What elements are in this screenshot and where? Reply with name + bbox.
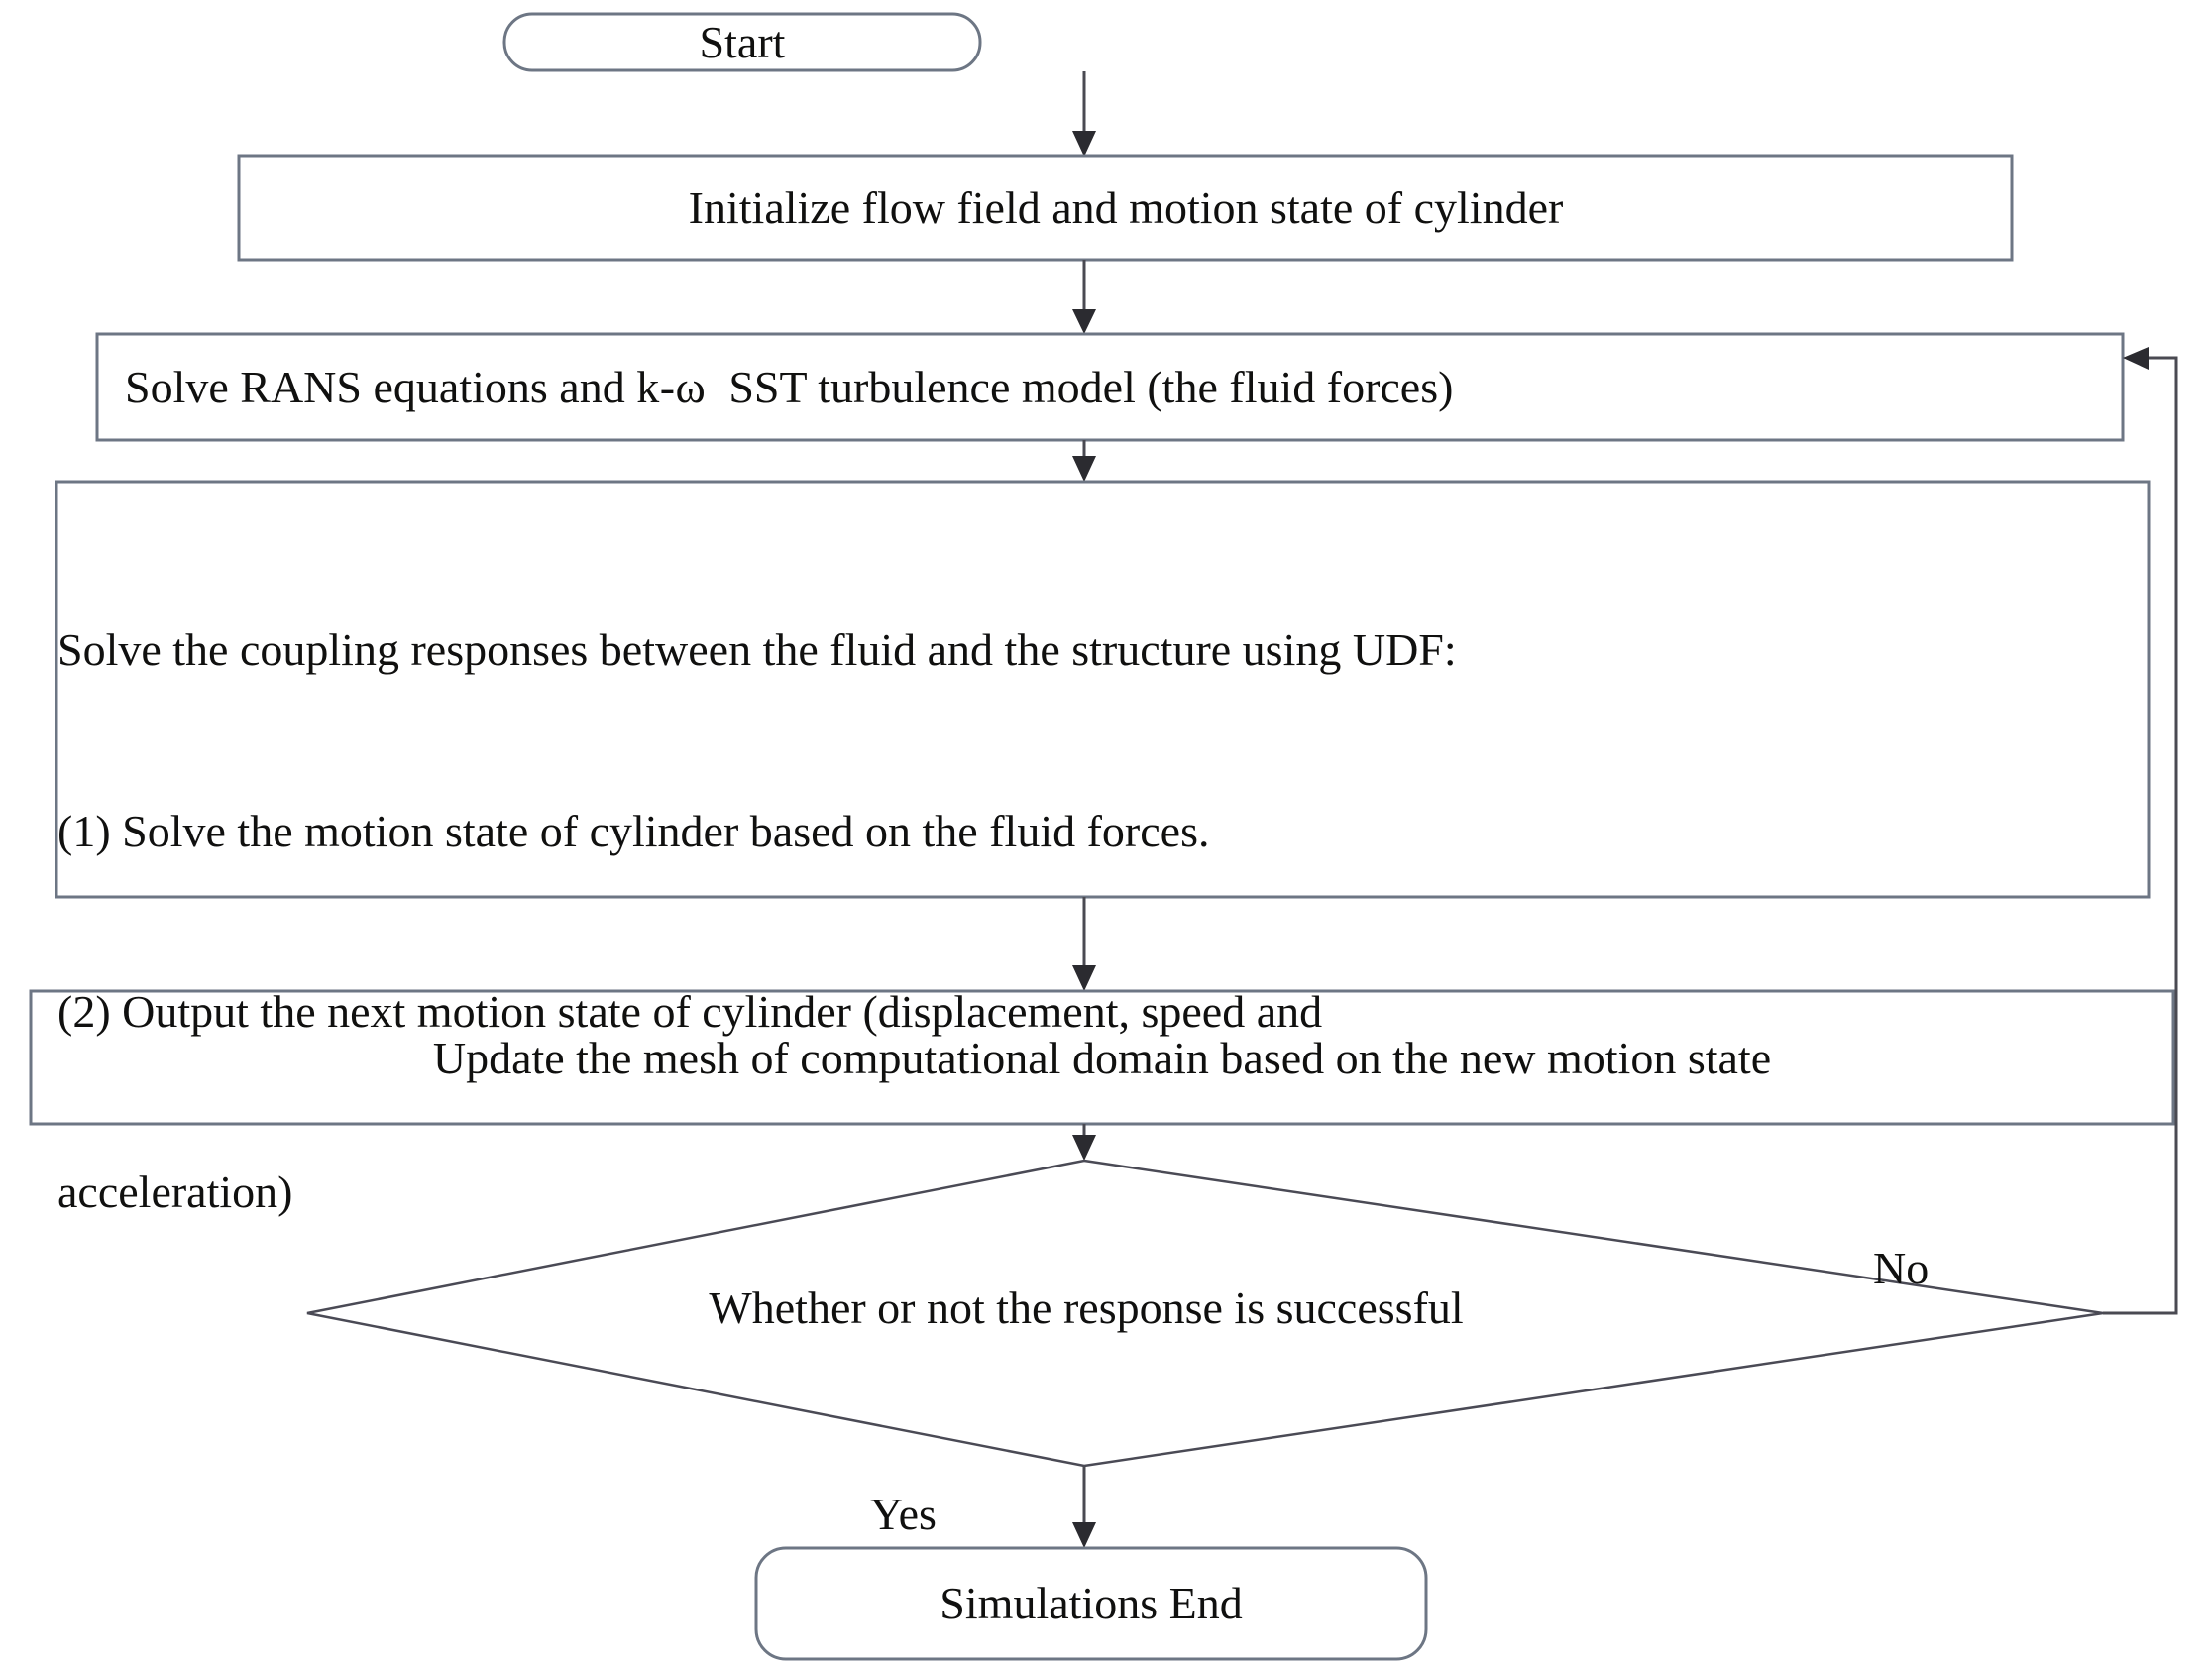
arrowhead-rans-to-coupling (1072, 456, 1096, 482)
decision-node-label: Whether or not the response is successfu… (709, 1282, 1464, 1333)
solve-coupling-line-1: Solve the coupling responses between the… (57, 624, 1457, 676)
solve-rans-node-shape[interactable] (95, 332, 2125, 442)
update-mesh-node-label: Update the mesh of computational domain … (432, 1033, 1772, 1084)
solve-coupling-line-3: (2) Output the next motion state of cyli… (57, 985, 1323, 1037)
edge-label-yes: Yes (870, 1489, 937, 1539)
arrowhead-initialize-to-rans (1072, 309, 1096, 334)
start-node-shape[interactable] (502, 12, 982, 72)
solve-coupling-node-label: Solve the coupling responses between the… (57, 500, 2149, 1343)
initialize-node-shape[interactable] (237, 154, 2014, 262)
solve-rans-label-part1: Solve RANS equations and (125, 362, 637, 413)
solve-coupling-line-2: (1) Solve the motion state of cylinder b… (57, 805, 1210, 856)
solve-rans-label-k: k- (636, 362, 676, 413)
solve-coupling-line-4: acceleration) (57, 1166, 293, 1217)
start-node-label: Start (699, 17, 786, 68)
arrowhead-coupling-to-update (1072, 965, 1096, 991)
end-node-label: Simulations End (940, 1578, 1243, 1629)
arrowhead-yes-to-end (1072, 1522, 1096, 1548)
update-mesh-node-shape[interactable] (29, 989, 2175, 1126)
arrowhead-update-to-decision (1072, 1135, 1096, 1161)
omega-symbol: ω (675, 362, 707, 413)
end-node-shape[interactable] (754, 1546, 1428, 1661)
initialize-node-label: Initialize flow field and motion state o… (688, 182, 1564, 234)
arrowhead-no-loop-into-rans (2123, 347, 2149, 370)
solve-rans-node-label: Solve RANS equations and k-ω SST turbule… (99, 335, 2123, 440)
edge-label-no: No (1873, 1243, 1930, 1293)
connector-decision-no-loop (2103, 356, 2178, 1315)
arrowhead-start-to-initialize (1072, 131, 1096, 157)
solve-rans-label-part2: SST turbulence model (the fluid forces) (706, 362, 1454, 413)
solve-coupling-node-shape[interactable] (55, 480, 2151, 899)
